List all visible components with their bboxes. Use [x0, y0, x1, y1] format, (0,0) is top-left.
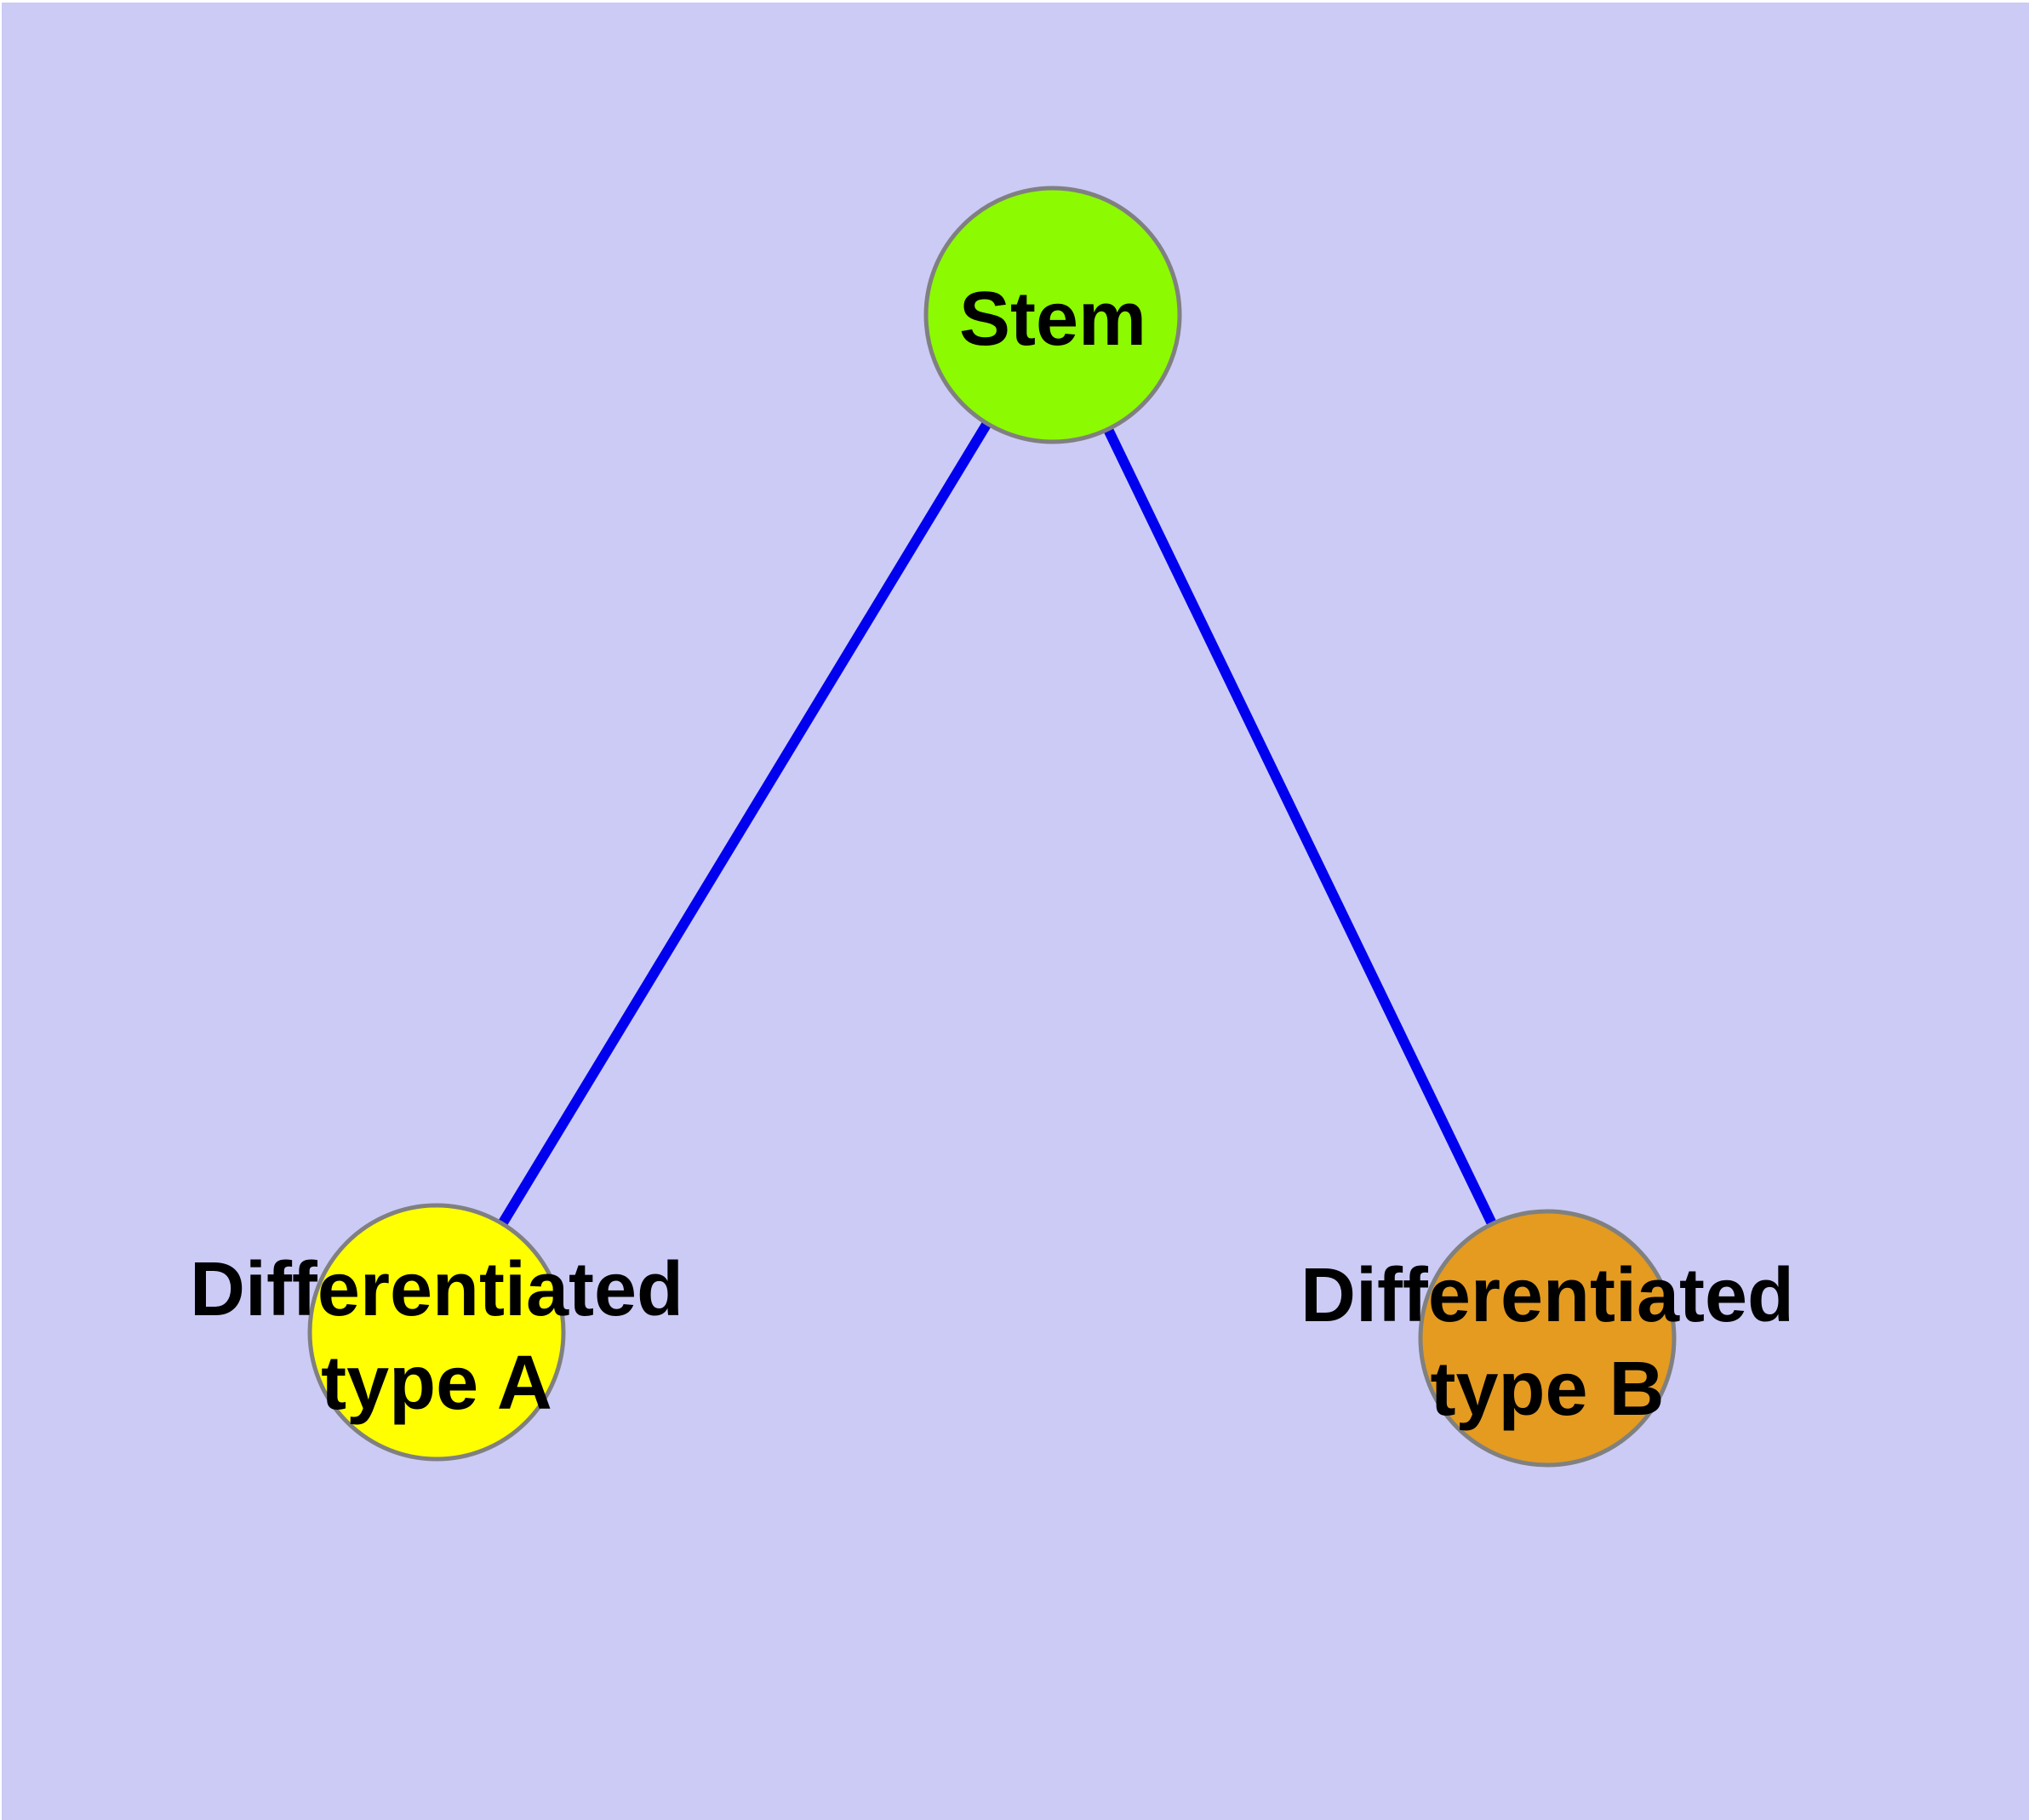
node-circle-diff-a: [307, 1203, 566, 1462]
node-label-stem-line1: Stem: [959, 277, 1146, 362]
node-label-diff-b-line2: type B: [1430, 1347, 1664, 1432]
node-label-diff-a-line2: type A: [321, 1341, 552, 1426]
graph-edge-stem-diff-b: [1048, 312, 1552, 1341]
node-circle-diff-b: [1418, 1209, 1677, 1468]
node-label-diff-a-line1: Differentiated: [190, 1247, 683, 1332]
graph-edge-stem-diff-a: [432, 312, 1058, 1336]
graph-node-diff-a: Differentiated type A: [190, 1203, 683, 1462]
node-label-diff-b-line1: Differentiated: [1300, 1253, 1794, 1338]
graph-node-diff-b: Differentiated type B: [1300, 1209, 1794, 1468]
graph-node-stem: Stem: [923, 186, 1182, 444]
node-circle-stem: [923, 186, 1182, 444]
